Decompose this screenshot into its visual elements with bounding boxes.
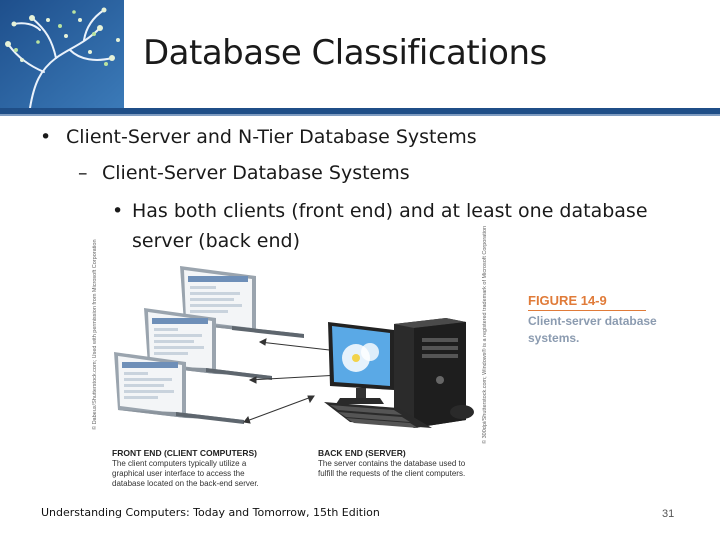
client-server-illustration bbox=[114, 266, 474, 428]
footer-text: Understanding Computers: Today and Tomor… bbox=[41, 506, 380, 519]
page-number: 31 bbox=[662, 508, 675, 520]
image-credit-left: © Dabeux/Shutterstock.com; Used with per… bbox=[92, 239, 98, 430]
bullet-text: Has both clients (front end) and at leas… bbox=[132, 200, 648, 252]
header-rule bbox=[0, 108, 720, 114]
figure-label-rule bbox=[528, 310, 646, 311]
front-end-title: FRONT END (CLIENT COMPUTERS) bbox=[112, 448, 257, 458]
mouse-icon bbox=[450, 405, 474, 419]
image-credit-right: © 300dpi/Shutterstock.com; Windows® is a… bbox=[482, 225, 488, 444]
figure-label: FIGURE 14-9 bbox=[528, 293, 607, 308]
bullet-text: Client-Server Database Systems bbox=[102, 162, 410, 184]
tree-graphic-icon bbox=[0, 0, 124, 108]
server-tower-icon bbox=[394, 318, 466, 428]
bullet-level2: –Client-Server Database Systems bbox=[78, 162, 410, 184]
bullet-level1: • Client-Server and N-Tier Database Syste… bbox=[40, 126, 477, 148]
header-rule-light bbox=[0, 114, 720, 116]
bullet-marker: • bbox=[40, 126, 52, 148]
slide-header: Database Classifications bbox=[0, 0, 720, 108]
back-end-title: BACK END (SERVER) bbox=[318, 448, 406, 458]
laptop-icon bbox=[114, 352, 244, 424]
keyboard-icon bbox=[324, 402, 432, 428]
back-end-description: The server contains the database used to… bbox=[318, 459, 466, 478]
laptop-icon bbox=[180, 266, 304, 338]
bullet-text: Client-Server and N-Tier Database System… bbox=[66, 126, 477, 148]
monitor-icon bbox=[328, 322, 394, 404]
dash-marker: – bbox=[78, 162, 88, 184]
front-end-description: The client computers typically utilize a… bbox=[112, 459, 259, 488]
bullet-level3: • Has both clients (front end) and at lea… bbox=[112, 196, 692, 256]
figure-caption: Client-server database systems. bbox=[528, 314, 657, 345]
bullet-marker: • bbox=[112, 200, 124, 222]
page-title: Database Classifications bbox=[143, 33, 547, 73]
